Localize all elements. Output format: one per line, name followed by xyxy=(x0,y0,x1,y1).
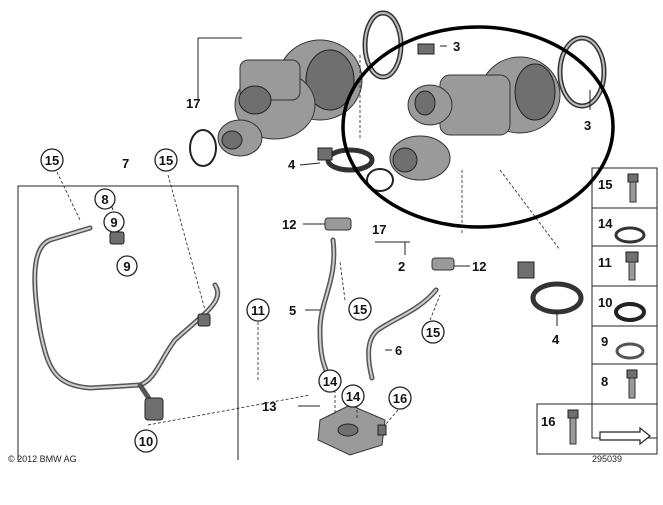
turbocharger-left xyxy=(217,39,363,157)
svg-text:14: 14 xyxy=(346,389,361,404)
svg-text:15: 15 xyxy=(45,153,59,168)
svg-text:15: 15 xyxy=(426,325,440,340)
oil-line-6 xyxy=(366,287,439,381)
svg-text:9: 9 xyxy=(123,259,130,274)
callout-6: 6 xyxy=(395,343,402,358)
o-ring-left xyxy=(189,129,217,167)
legend-label-16: 16 xyxy=(541,414,555,429)
callout-5: 5 xyxy=(289,303,296,318)
legend-banjo-8-icon xyxy=(626,369,638,399)
legend-label-14: 14 xyxy=(598,216,613,231)
legend-label-11: 11 xyxy=(598,255,612,270)
callout-15b: 15 xyxy=(154,148,178,172)
svg-text:14: 14 xyxy=(323,374,338,389)
turbocharger-right xyxy=(389,56,561,181)
legend-label-10: 10 xyxy=(598,295,612,310)
diagram-number: 295039 xyxy=(592,454,622,464)
callout-15d: 15 xyxy=(421,320,445,344)
callout-15a: 15 xyxy=(40,148,64,172)
svg-text:11: 11 xyxy=(251,303,265,318)
legend-bolt-11-icon xyxy=(625,251,639,281)
callout-7: 7 xyxy=(122,156,129,171)
legend-frame xyxy=(536,167,658,455)
svg-text:9: 9 xyxy=(110,215,117,230)
callout-labels: 3 3 4 4 12 12 5 6 7 2 13 17 17 15 14 11 … xyxy=(122,39,613,429)
callout-9a: 9 xyxy=(103,211,125,233)
svg-text:8: 8 xyxy=(101,192,108,207)
gasket-12-left xyxy=(324,217,352,231)
legend-label-8: 8 xyxy=(601,374,608,389)
callout-17b: 17 xyxy=(372,222,386,237)
copyright-text: © 2012 BMW AG xyxy=(8,454,77,464)
callout-17a: 17 xyxy=(186,96,200,111)
callout-11: 11 xyxy=(246,298,270,322)
callout-9b: 9 xyxy=(116,255,138,277)
callout-2: 2 xyxy=(398,259,405,274)
svg-text:16: 16 xyxy=(393,391,407,406)
highlight-ring xyxy=(341,25,615,229)
callout-10: 10 xyxy=(134,429,158,453)
callout-3a: 3 xyxy=(453,39,460,54)
gasket-12-right xyxy=(431,257,455,271)
svg-text:10: 10 xyxy=(139,434,153,449)
svg-text:15: 15 xyxy=(353,302,367,317)
o-ring-right xyxy=(366,168,394,192)
circled-callouts: 15 15 15 15 8 9 9 11 xyxy=(40,148,445,453)
legend-label-15: 15 xyxy=(598,177,612,192)
legend-bolt-16-icon xyxy=(567,409,579,445)
group-frame-7 xyxy=(17,185,239,460)
callout-14a: 14 xyxy=(318,369,342,393)
callout-14b: 14 xyxy=(341,384,365,408)
callout-12b: 12 xyxy=(472,259,486,274)
v-band-clamp-4-right xyxy=(517,261,584,315)
clamp-bolt-icon xyxy=(417,43,435,55)
v-band-clamp-4-left xyxy=(317,147,375,173)
oil-line-5 xyxy=(317,237,337,373)
svg-text:15: 15 xyxy=(159,153,173,168)
oil-flange-13 xyxy=(317,404,387,456)
v-band-clamp-top-right xyxy=(557,35,607,109)
callout-4b: 4 xyxy=(552,332,560,347)
coolant-line-7 xyxy=(32,225,221,421)
arrow-marker-icon xyxy=(599,426,651,446)
callout-4a: 4 xyxy=(288,157,296,172)
legend-ring-10-icon xyxy=(614,302,646,322)
callout-3b: 3 xyxy=(584,118,591,133)
callout-16: 16 xyxy=(388,386,412,410)
legend-ring-9-icon xyxy=(615,342,645,360)
legend-label-9: 9 xyxy=(601,334,608,349)
callout-8: 8 xyxy=(94,188,116,210)
leader-lines xyxy=(56,37,591,426)
legend-ring-14-icon xyxy=(614,226,646,244)
legend-bolt-15-icon xyxy=(627,173,639,203)
callout-12a: 12 xyxy=(282,217,296,232)
callout-15c: 15 xyxy=(348,297,372,321)
callout-13: 13 xyxy=(262,399,276,414)
